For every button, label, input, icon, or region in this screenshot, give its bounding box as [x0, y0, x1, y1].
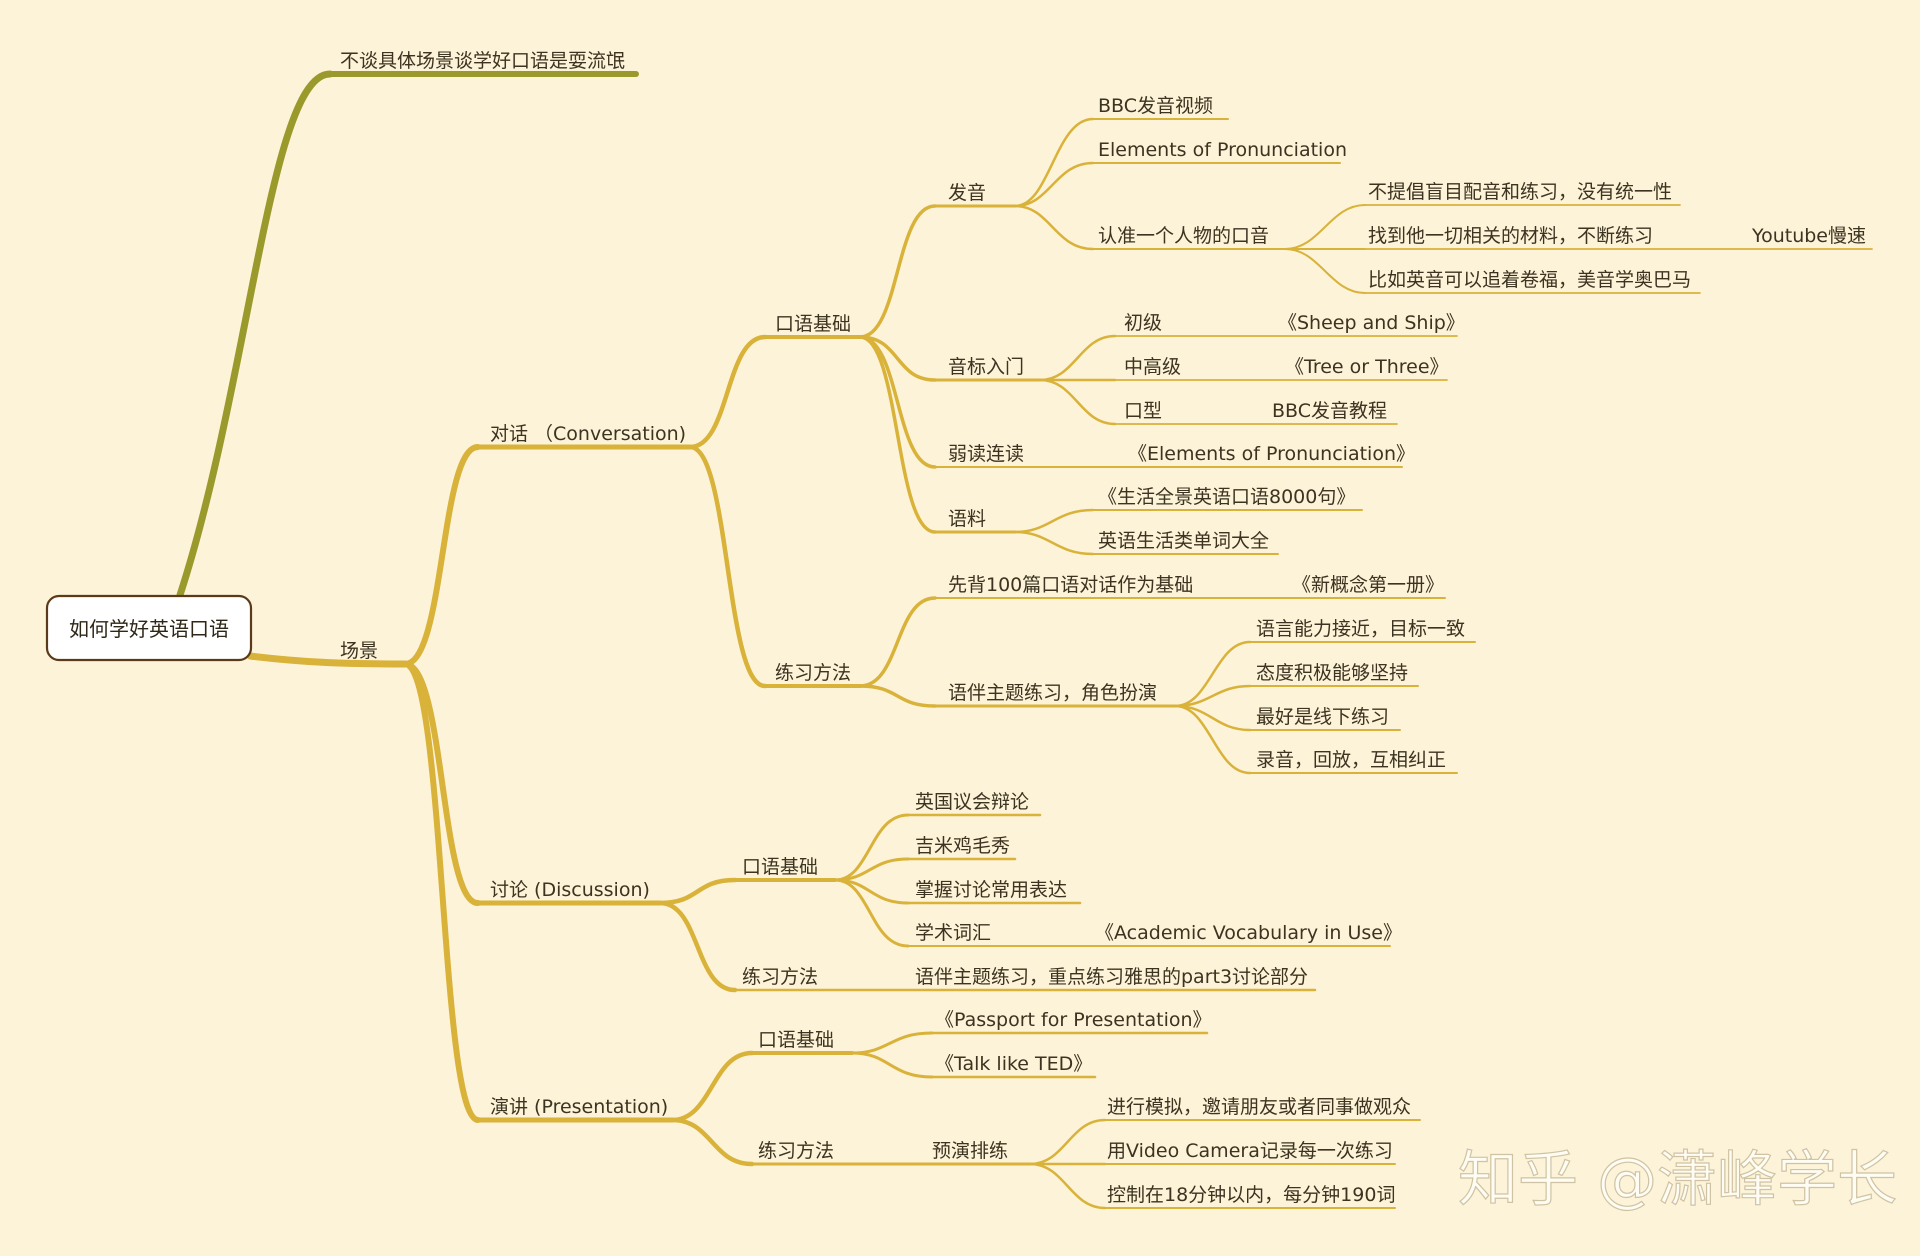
node-talk-like-ted[interactable]: 《Talk like TED》: [935, 1053, 1092, 1075]
node-new-concept[interactable]: 《新概念第一册》: [1292, 573, 1444, 596]
node-simulate-audience[interactable]: 进行模拟，邀请朋友或者同事做观众: [1107, 1096, 1411, 1118]
node-labels: 不谈具体场景谈学好口语是耍流氓 场景 对话 （Conversation) 口语基…: [340, 50, 1866, 1206]
node-beginner[interactable]: 初级: [1124, 312, 1162, 334]
node-conversation-practice[interactable]: 练习方法: [775, 662, 851, 684]
node-no-blind-dubbing[interactable]: 不提倡盲目配音和练习，没有统一性: [1368, 181, 1672, 203]
node-vocab-collection[interactable]: 英语生活类单词大全: [1098, 530, 1269, 552]
node-corpus[interactable]: 语料: [948, 508, 986, 530]
node-offline-practice[interactable]: 最好是线下练习: [1256, 706, 1389, 728]
node-discussion[interactable]: 讨论 (Discussion): [490, 879, 650, 901]
node-conversation-basics[interactable]: 口语基础: [775, 313, 851, 335]
watermark: 知乎 @潇峰学长: [1458, 1145, 1897, 1215]
node-parliament-debate[interactable]: 英国议会辩论: [915, 791, 1029, 813]
node-presentation[interactable]: 演讲 (Presentation): [490, 1096, 668, 1118]
root-label: 如何学好英语口语: [69, 617, 229, 641]
node-weak-forms[interactable]: 弱读连读: [948, 443, 1024, 465]
node-jimmy-kimmel[interactable]: 吉米鸡毛秀: [915, 835, 1010, 857]
node-tree-three[interactable]: 《Tree or Three》: [1285, 356, 1449, 378]
node-sheep-ship[interactable]: 《Sheep and Ship》: [1278, 312, 1465, 334]
node-elements-pronunciation[interactable]: Elements of Pronunciation: [1098, 139, 1347, 161]
node-time-limit[interactable]: 控制在18分钟以内，每分钟190词: [1107, 1184, 1395, 1206]
node-scene[interactable]: 场景: [340, 640, 378, 662]
node-common-expressions[interactable]: 掌握讨论常用表达: [915, 879, 1067, 901]
node-similar-ability[interactable]: 语言能力接近，目标一致: [1256, 618, 1465, 640]
node-conversation[interactable]: 对话 （Conversation): [490, 423, 686, 445]
node-phonetics[interactable]: 音标入门: [948, 356, 1024, 378]
node-academic-vocab[interactable]: 学术词汇: [915, 922, 991, 944]
node-advanced[interactable]: 中高级: [1124, 356, 1181, 378]
node-find-all-materials[interactable]: 找到他一切相关的材料，不断练习: [1368, 225, 1653, 247]
node-mouth-shape[interactable]: 口型: [1124, 400, 1162, 422]
node-discussion-basics[interactable]: 口语基础: [742, 856, 818, 878]
node-record-correct[interactable]: 录音，回放，互相纠正: [1256, 749, 1446, 771]
root-node[interactable]: 如何学好英语口语: [45, 594, 253, 662]
node-8000-sentences[interactable]: 《生活全景英语口语8000句》: [1098, 486, 1355, 508]
node-youtube-slow[interactable]: Youtube慢速: [1751, 225, 1866, 247]
node-discussion-practice[interactable]: 练习方法: [742, 966, 818, 988]
node-video-camera[interactable]: 用Video Camera记录每一次练习: [1107, 1140, 1393, 1162]
node-recite-100[interactable]: 先背100篇口语对话作为基础: [948, 574, 1193, 596]
node-presentation-basics[interactable]: 口语基础: [758, 1029, 834, 1051]
node-rehearsal[interactable]: 预演排练: [932, 1140, 1008, 1162]
branch-lines: [176, 70, 1873, 1210]
node-bbc-video[interactable]: BBC发音视频: [1098, 95, 1213, 117]
node-passport-presentation[interactable]: 《Passport for Presentation》: [935, 1009, 1212, 1031]
node-top-branch[interactable]: 不谈具体场景谈学好口语是耍流氓: [340, 50, 625, 72]
node-presentation-practice[interactable]: 练习方法: [758, 1140, 834, 1162]
node-pronunciation[interactable]: 发音: [948, 182, 986, 204]
node-bbc-tutorial[interactable]: BBC发音教程: [1272, 400, 1387, 422]
node-ielts-part3[interactable]: 语伴主题练习，重点练习雅思的part3讨论部分: [915, 966, 1308, 988]
node-weak-forms-book[interactable]: 《Elements of Pronunciation》: [1128, 443, 1415, 465]
node-positive-attitude[interactable]: 态度积极能够坚持: [1256, 662, 1408, 684]
node-one-person-accent[interactable]: 认准一个人物的口音: [1098, 225, 1269, 247]
node-academic-vocab-book[interactable]: 《Academic Vocabulary in Use》: [1095, 922, 1402, 944]
node-accent-example[interactable]: 比如英音可以追着卷福，美音学奥巴马: [1368, 269, 1691, 291]
node-partner-roleplay[interactable]: 语伴主题练习，角色扮演: [948, 682, 1157, 704]
